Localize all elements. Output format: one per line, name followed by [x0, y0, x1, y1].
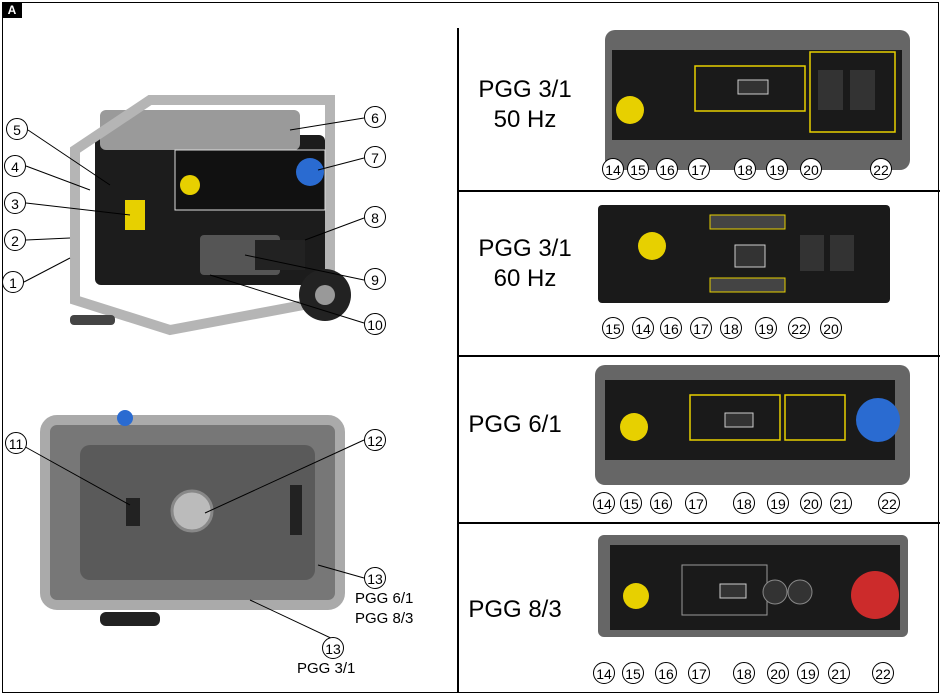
callout-13-a: 13	[364, 567, 386, 589]
panel-1-callout-18: 18	[734, 158, 756, 180]
panel-3-callout-20: 20	[800, 492, 822, 514]
panel-4-callout-17: 17	[688, 662, 710, 684]
panel-2-model: PGG 3/1 60 Hz	[465, 234, 585, 294]
panel-3-callout-22: 22	[878, 492, 900, 514]
leader-lines	[19, 117, 365, 641]
panel-1-callout-16: 16	[656, 158, 678, 180]
panel-1-callout-22: 22	[870, 158, 892, 180]
callout-2: 2	[4, 229, 26, 251]
panel-4-model-line1: PGG 8/3	[468, 596, 562, 623]
callout-11: 11	[5, 432, 27, 454]
panel-2-callout-15: 15	[602, 317, 624, 339]
panel-1-callout-14: 14	[602, 158, 624, 180]
panel-1-model-line1: PGG 3/1	[478, 76, 572, 103]
panel-2-callout-18: 18	[720, 317, 742, 339]
column-divider	[457, 28, 459, 693]
panel-2-callout-17: 17	[690, 317, 712, 339]
panel-4-callout-22: 22	[872, 662, 894, 684]
row-divider-2	[457, 355, 940, 357]
callout-13-b: 13	[322, 637, 344, 659]
panel-3-callout-15: 15	[620, 492, 642, 514]
panel-1-callout-20: 20	[800, 158, 822, 180]
callout-12: 12	[364, 429, 386, 451]
note-pgg-8-3: PGG 8/3	[355, 610, 414, 627]
panel-3-model-line1: PGG 6/1	[468, 411, 562, 438]
callout-5: 5	[6, 118, 28, 140]
panel-2-callout-20: 20	[820, 317, 842, 339]
panel-4-callout-21: 21	[828, 662, 850, 684]
panel-3-callout-14: 14	[593, 492, 615, 514]
note-pgg-6-1: PGG 6/1	[355, 590, 414, 607]
panel-2-callout-22: 22	[788, 317, 810, 339]
panel-4-callout-20: 20	[767, 662, 789, 684]
panel-2-illustration	[598, 205, 890, 303]
panel-3-callout-18: 18	[733, 492, 755, 514]
panel-4-illustration	[598, 535, 908, 637]
panel-3-callout-19: 19	[767, 492, 789, 514]
callout-9: 9	[364, 268, 386, 290]
panel-4-callout-18: 18	[733, 662, 755, 684]
note-pgg-3-1: PGG 3/1	[297, 660, 356, 677]
row-divider-3	[457, 522, 940, 524]
panel-2-callout-14: 14	[632, 317, 654, 339]
panel-3-model: PGG 6/1	[465, 410, 565, 440]
row-divider-1	[457, 190, 940, 192]
panel-3-illustration	[595, 365, 910, 485]
panel-1-callout-19: 19	[766, 158, 788, 180]
panel-1-model: PGG 3/1 50 Hz	[465, 75, 585, 135]
generator-illustration	[70, 95, 351, 336]
panel-3-callout-16: 16	[650, 492, 672, 514]
callout-10: 10	[364, 313, 386, 335]
panel-4-callout-19: 19	[797, 662, 819, 684]
callout-3: 3	[4, 192, 26, 214]
panel-1-callout-15: 15	[627, 158, 649, 180]
callout-8: 8	[364, 206, 386, 228]
callout-6: 6	[364, 106, 386, 128]
generator-top-view	[40, 410, 345, 626]
panel-1-callout-17: 17	[688, 158, 710, 180]
panel-4-callout-16: 16	[655, 662, 677, 684]
panel-1-illustration	[605, 30, 910, 170]
panel-2-model-line1: PGG 3/1	[478, 235, 572, 262]
panel-3-callout-21: 21	[830, 492, 852, 514]
panel-1-model-line2: 50 Hz	[493, 106, 557, 133]
panel-4-callout-14: 14	[593, 662, 615, 684]
callout-4: 4	[4, 155, 26, 177]
callout-7: 7	[364, 146, 386, 168]
panel-4-callout-15: 15	[622, 662, 644, 684]
panel-2-callout-19: 19	[755, 317, 777, 339]
figure-label: A	[2, 2, 22, 18]
panel-2-callout-16: 16	[660, 317, 682, 339]
panel-4-model: PGG 8/3	[465, 595, 565, 625]
callout-1: 1	[2, 271, 24, 293]
panel-3-callout-17: 17	[685, 492, 707, 514]
panel-2-model-line2: 60 Hz	[493, 265, 557, 292]
